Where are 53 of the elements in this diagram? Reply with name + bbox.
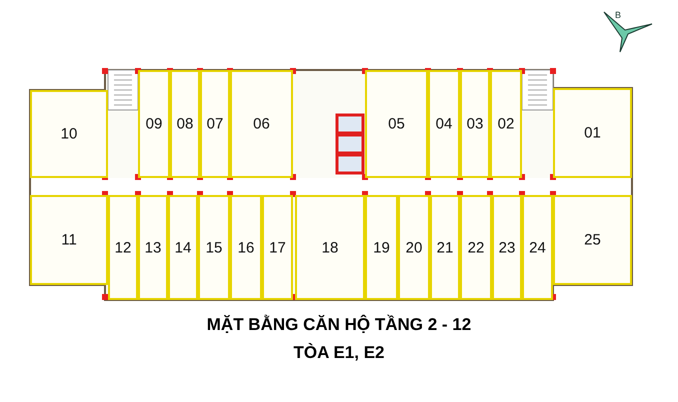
apartment-number: 07	[206, 116, 224, 132]
apartment-number: 15	[206, 240, 222, 255]
apartment-number: 09	[146, 116, 162, 132]
apartment-unit	[460, 195, 492, 300]
apartment-number: 14	[174, 240, 192, 255]
apartment-unit	[492, 195, 522, 300]
apartment-number: 16	[238, 240, 254, 255]
apartment-unit	[30, 195, 108, 285]
apartment-unit	[138, 195, 168, 300]
apartment-number: 21	[436, 240, 454, 255]
apartment-unit	[108, 195, 138, 300]
apartment-unit	[295, 195, 365, 300]
apartment-number: 20	[406, 240, 422, 255]
apartment-number: 12	[114, 240, 132, 255]
apartment-number: 23	[498, 240, 516, 255]
apartment-number: 22	[468, 240, 484, 255]
apartment-number: 05	[388, 116, 405, 132]
plan-title: MẶT BẰNG CĂN HỘ TẦNG 2 - 12	[206, 315, 472, 335]
apartment-unit	[428, 70, 460, 178]
plan-subtitle: TÒA E1, E2	[294, 343, 384, 363]
apartment-unit	[168, 195, 198, 300]
apartment-unit	[398, 195, 430, 300]
apartment-number: 13	[144, 240, 162, 255]
compass-letter: B	[615, 10, 622, 20]
apartment-unit	[365, 195, 398, 300]
apartment-unit	[365, 70, 428, 178]
apartment-number: 11	[61, 232, 77, 248]
apartment-unit	[198, 195, 230, 300]
apartment-number: 06	[253, 116, 270, 132]
apartment-unit	[553, 88, 632, 178]
apartment-unit	[30, 90, 108, 178]
apartment-unit	[460, 70, 490, 178]
apartment-unit	[430, 195, 460, 300]
apartment-number: 04	[436, 116, 452, 132]
apartment-unit	[522, 195, 553, 300]
apartment-number: 18	[322, 240, 338, 255]
apartment-unit	[170, 70, 200, 178]
apartment-number: 02	[498, 116, 514, 132]
apartment-number: 01	[584, 126, 601, 140]
apartment-unit	[553, 195, 632, 285]
apartment-number: 08	[176, 116, 194, 132]
apartment-unit	[262, 195, 293, 300]
apartment-number: 03	[466, 116, 484, 132]
apartment-unit	[230, 195, 262, 300]
apartment-unit	[230, 70, 293, 178]
apartment-unit	[138, 70, 170, 178]
apartment-number: 24	[529, 240, 546, 255]
apartment-number: 17	[269, 240, 286, 255]
apartment-number: 10	[60, 126, 78, 142]
apartment-unit	[490, 70, 522, 178]
apartment-number: 19	[373, 240, 390, 255]
apartment-number: 25	[584, 232, 601, 248]
apartment-unit	[200, 70, 230, 178]
